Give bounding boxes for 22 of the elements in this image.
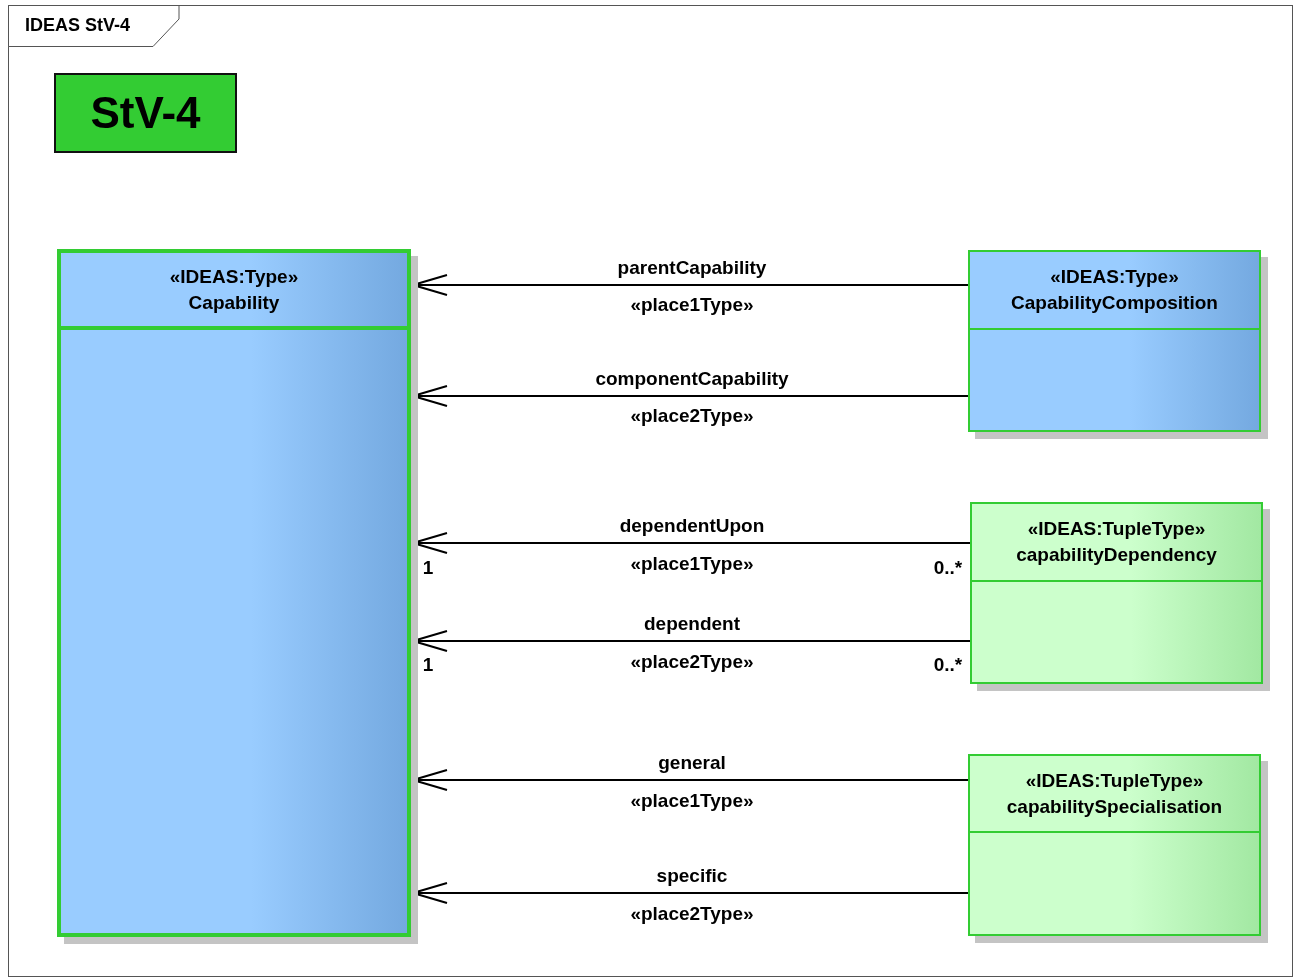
frame-title: IDEAS StV-4 xyxy=(25,15,131,36)
stereotype-label: «place2Type» xyxy=(630,405,754,427)
stereotype-label: «place2Type» xyxy=(630,903,754,925)
stereotype-label: «place1Type» xyxy=(630,294,754,316)
stereotype-label: «IDEAS:TupleType» xyxy=(1025,769,1204,792)
class-name: CapabilityComposition xyxy=(1011,292,1218,314)
stereotype-label: «place1Type» xyxy=(630,553,754,575)
multiplicity-label: 0..* xyxy=(933,654,963,676)
class-name: capabilityDependency xyxy=(1016,544,1217,566)
class-name: capabilitySpecialisation xyxy=(1006,795,1223,818)
multiplicity-label: 1 xyxy=(422,654,434,676)
diagram-frame xyxy=(8,5,1293,977)
class-name: Capability xyxy=(188,291,280,314)
view-title: StV-4 xyxy=(90,88,201,138)
multiplicity-label: 1 xyxy=(422,557,434,579)
stereotype-label: «IDEAS:Type» xyxy=(1050,266,1179,288)
stereotype-label: «place1Type» xyxy=(630,790,754,812)
multiplicity-label: 0..* xyxy=(933,557,963,579)
stereotype-label: «IDEAS:TupleType» xyxy=(1027,518,1206,540)
stereotype-label: «place2Type» xyxy=(630,651,754,673)
title-box xyxy=(54,73,237,153)
stereotype-label: «IDEAS:Type» xyxy=(169,265,299,288)
